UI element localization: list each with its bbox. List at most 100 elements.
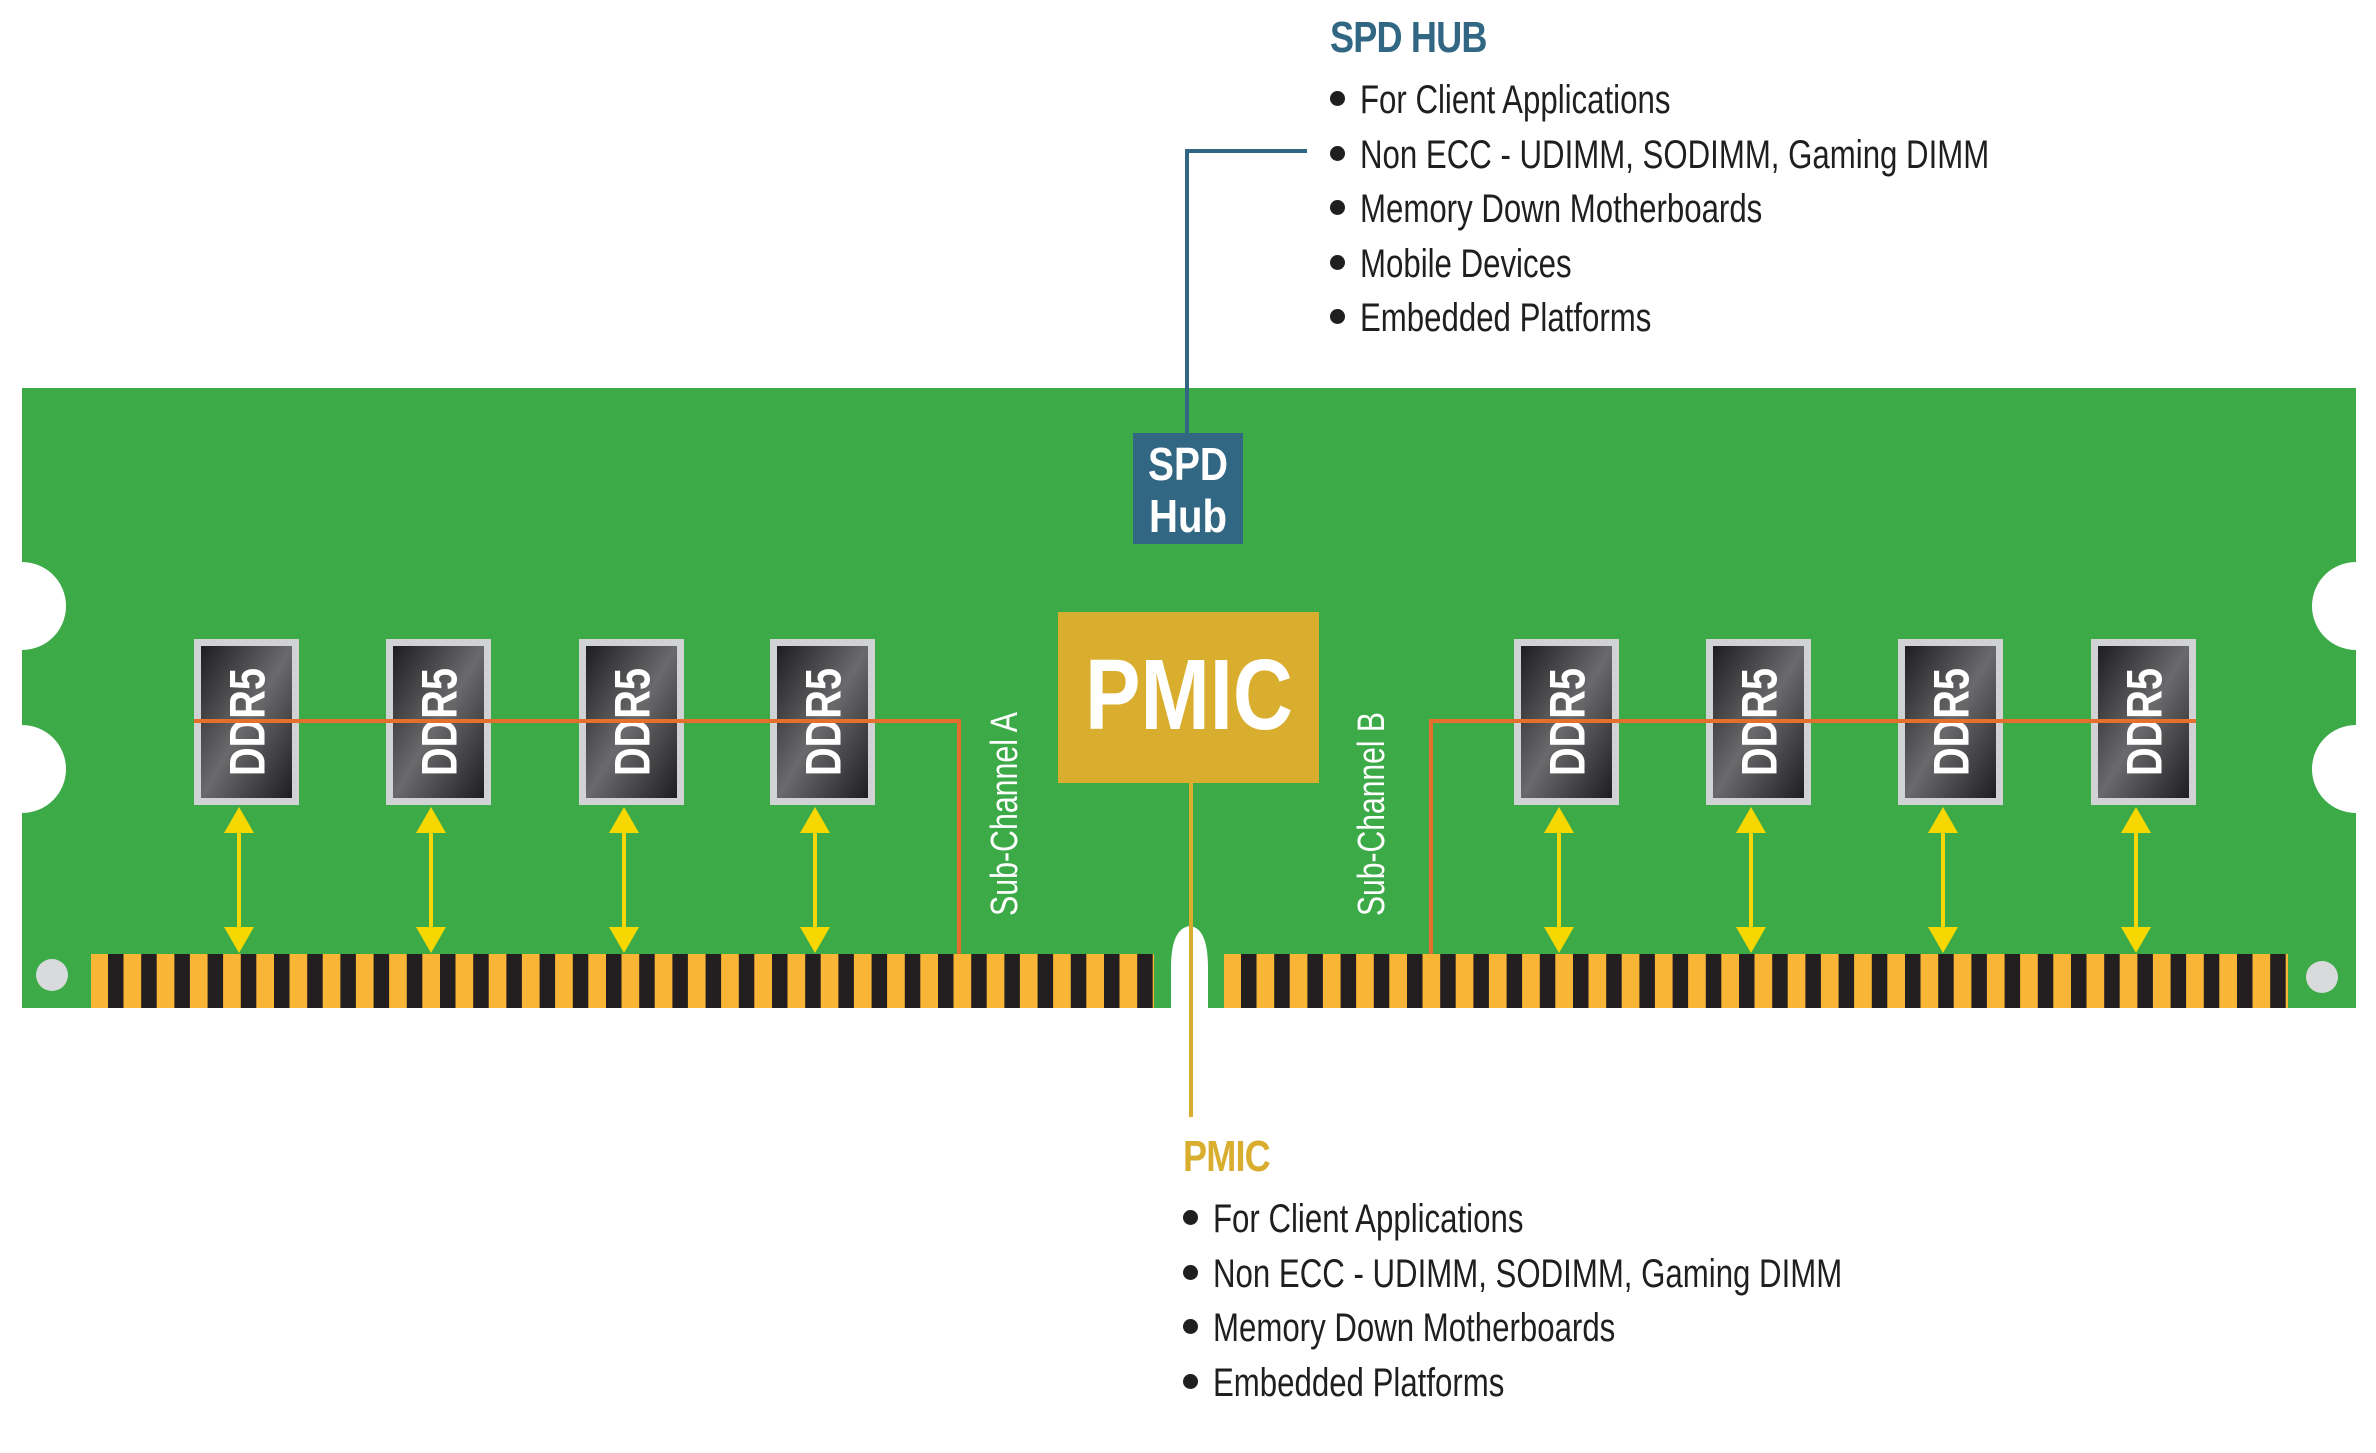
- contact-pin: [1037, 954, 1054, 1008]
- contact-pin: [672, 954, 688, 1008]
- bullet-icon: [1330, 145, 1345, 161]
- list-item: Memory Down Motherboards: [1183, 1301, 1615, 1356]
- contact-pin: [207, 954, 224, 1008]
- contact-pin: [1440, 954, 1456, 1008]
- bidirectional-arrow-icon: [2121, 807, 2151, 953]
- contact-pin: [1070, 954, 1087, 1008]
- contact-pin: [705, 954, 722, 1008]
- contact-pin: [141, 954, 157, 1008]
- contact-pin: [307, 954, 323, 1008]
- pmic-callout: PMIC For Client Applications Non ECC - U…: [1183, 1132, 1842, 1411]
- contact-pin: [1241, 954, 1257, 1008]
- bullet-icon: [1183, 1210, 1198, 1226]
- edge-connector-right: [1224, 954, 2288, 1008]
- mounting-hole-left: [36, 959, 68, 991]
- contact-pin: [1971, 954, 1987, 1008]
- contact-pin: [2037, 954, 2054, 1008]
- spd-hub-chip-line1: SPD: [1148, 438, 1228, 490]
- pmic-feature-list: For Client Applications Non ECC - UDIMM,…: [1183, 1192, 1842, 1411]
- bidirectional-arrow-icon: [1544, 807, 1574, 953]
- contact-pin: [1905, 954, 1921, 1008]
- spd-callout-connector: [1185, 149, 1307, 440]
- list-item: Memory Down Motherboards: [1330, 182, 1762, 237]
- contact-pin: [805, 954, 821, 1008]
- subchannel-b-trace: [1429, 719, 2196, 954]
- list-item: Non ECC - UDIMM, SODIMM, Gaming DIMM: [1330, 128, 1989, 183]
- bullet-icon: [1183, 1264, 1198, 1280]
- contact-pin: [406, 954, 423, 1008]
- contact-pin: [2270, 954, 2286, 1008]
- list-item: Embedded Platforms: [1183, 1356, 1504, 1411]
- contact-pin: [1539, 954, 1556, 1008]
- bullet-icon: [1330, 200, 1345, 216]
- contact-pin: [2203, 954, 2220, 1008]
- contact-pin: [1573, 954, 1589, 1008]
- subchannel-a-label: Sub-Channel A: [984, 711, 1026, 916]
- contact-pin: [971, 954, 987, 1008]
- contact-pin: [1506, 954, 1523, 1008]
- contact-pin: [2004, 954, 2021, 1008]
- bidirectional-arrow-icon: [800, 807, 830, 953]
- bidirectional-arrow-icon: [609, 807, 639, 953]
- bullet-icon: [1330, 309, 1345, 325]
- subchannel-a-trace: [194, 719, 961, 954]
- contact-pin: [1473, 954, 1489, 1008]
- contact-pin: [440, 954, 456, 1008]
- pmic-callout-title: PMIC: [1183, 1132, 1271, 1181]
- contact-pin: [373, 954, 390, 1008]
- data-arrows: [224, 807, 2151, 953]
- contact-pin: [506, 954, 522, 1008]
- spd-hub-callout: SPD HUB For Client Applications Non ECC …: [1330, 13, 1989, 346]
- bidirectional-arrow-icon: [416, 807, 446, 953]
- spd-hub-chip: SPD Hub: [1133, 433, 1243, 544]
- contact-pin: [572, 954, 589, 1008]
- contact-pin: [738, 954, 755, 1008]
- contact-pin: [2071, 954, 2087, 1008]
- list-item: For Client Applications: [1183, 1192, 1523, 1247]
- contact-pin: [1871, 954, 1888, 1008]
- contact-pin: [904, 954, 921, 1008]
- contact-pin: [1340, 954, 1357, 1008]
- contact-pin: [1938, 954, 1954, 1008]
- bullet-icon: [1330, 254, 1345, 270]
- contact-pin: [1137, 954, 1153, 1008]
- bullet-icon: [1183, 1319, 1198, 1335]
- contact-pin: [2170, 954, 2187, 1008]
- mounting-hole-right: [2306, 961, 2338, 993]
- contact-pin: [473, 954, 489, 1008]
- list-item: For Client Applications: [1330, 73, 1670, 128]
- contact-pin: [174, 954, 190, 1008]
- contact-pin: [606, 954, 622, 1008]
- contact-pin: [2137, 954, 2153, 1008]
- contact-pin: [639, 954, 655, 1008]
- bidirectional-arrow-icon: [1736, 807, 1766, 953]
- contact-pin: [539, 954, 556, 1008]
- contact-pin: [1004, 954, 1020, 1008]
- contact-pin: [1307, 954, 1323, 1008]
- contact-pin: [108, 954, 124, 1008]
- contact-pin: [240, 954, 257, 1008]
- contact-pin: [938, 954, 954, 1008]
- contact-pin: [2237, 954, 2253, 1008]
- contact-pin: [1104, 954, 1120, 1008]
- contact-pin: [1373, 954, 1390, 1008]
- subchannel-b-label: Sub-Channel B: [1351, 712, 1393, 916]
- contact-pin: [1639, 954, 1655, 1008]
- contact-pin: [772, 954, 788, 1008]
- contact-pin: [1407, 954, 1423, 1008]
- contact-pin: [1739, 954, 1755, 1008]
- list-item: Mobile Devices: [1330, 237, 1572, 292]
- contact-pin: [2104, 954, 2120, 1008]
- spd-hub-chip-line2: Hub: [1149, 490, 1227, 542]
- contact-pin: [1805, 954, 1821, 1008]
- contact-pin: [1705, 954, 1722, 1008]
- bidirectional-arrow-icon: [1928, 807, 1958, 953]
- contact-pin: [1606, 954, 1622, 1008]
- contact-pin: [1838, 954, 1855, 1008]
- contact-pin: [871, 954, 888, 1008]
- pmic-chip: PMIC: [1058, 612, 1319, 783]
- bullet-icon: [1183, 1373, 1198, 1389]
- spd-hub-callout-title: SPD HUB: [1330, 13, 1487, 62]
- contact-pin: [274, 954, 290, 1008]
